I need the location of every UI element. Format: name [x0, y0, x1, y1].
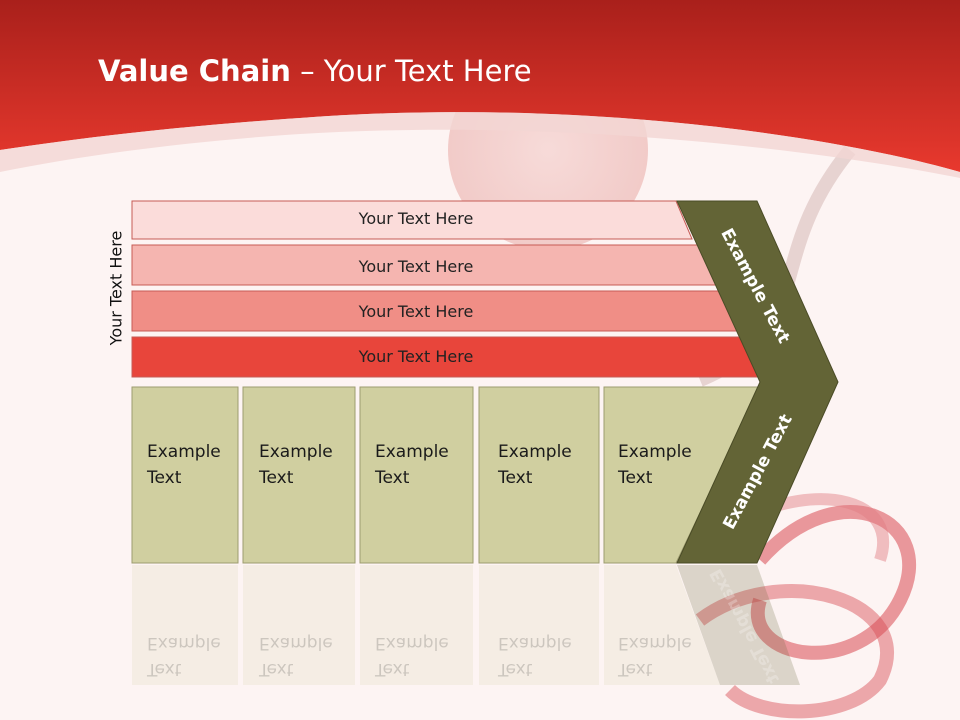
title-bold: Value Chain [98, 54, 291, 88]
box-label-4-line2: Text [498, 468, 533, 488]
box-2-reflection [243, 565, 355, 685]
box-label-5-line2: Text [618, 468, 653, 488]
box-label-3-line2: Text [375, 468, 410, 488]
box-reflection-5-line2: Text [618, 659, 653, 679]
page-title: Value Chain – Your Text Here [98, 54, 532, 88]
chevron-reflection [677, 565, 800, 685]
box-2 [242, 386, 356, 564]
box-label-1-line1: Example [147, 442, 221, 462]
bar-label-3: Your Text Here [358, 302, 474, 321]
box-4 [478, 386, 600, 564]
chevron-arrow [676, 200, 839, 564]
box-reflection-4: Text Example [498, 630, 572, 682]
box-reflection-4-line2: Text [498, 659, 533, 679]
box-reflection-1-line1: Example [147, 633, 221, 653]
box-reflection-1: Text Example [147, 630, 221, 682]
box-5-reflection [604, 565, 720, 685]
header-band [0, 0, 960, 172]
box-label-4-line1: Example [498, 442, 572, 462]
box-3-reflection [360, 565, 473, 685]
box-reflection-3-line1: Example [375, 633, 449, 653]
box-1 [131, 386, 239, 564]
box-label-5-line1: Example [618, 442, 692, 462]
box-reflection-3: Text Example [375, 630, 449, 682]
title-rest: – Your Text Here [290, 54, 532, 88]
box-reflection-3-line2: Text [375, 659, 410, 679]
box-reflection-2-line1: Example [259, 633, 333, 653]
box-reflection-4-line1: Example [498, 633, 572, 653]
box-5 [603, 386, 761, 564]
box-reflection-5-line1: Example [618, 633, 692, 653]
box-label-2-line2: Text [259, 468, 294, 488]
box-reflection-1-line2: Text [147, 659, 182, 679]
box-reflection-2: Text Example [259, 630, 333, 682]
box-label-3-line1: Example [375, 442, 449, 462]
box-3 [359, 386, 474, 564]
box-reflection-2-line2: Text [259, 659, 294, 679]
box-label-2-line1: Example [259, 442, 333, 462]
box-label-1-line2: Text [147, 468, 182, 488]
bar-1 [131, 200, 693, 240]
bar-label-1: Your Text Here [358, 209, 474, 228]
box-1-reflection [132, 565, 238, 685]
box-4-reflection [479, 565, 599, 685]
bar-label-4: Your Text Here [358, 347, 474, 366]
bar-label-2: Your Text Here [358, 257, 474, 276]
box-reflection-5: Text Example [618, 630, 692, 682]
